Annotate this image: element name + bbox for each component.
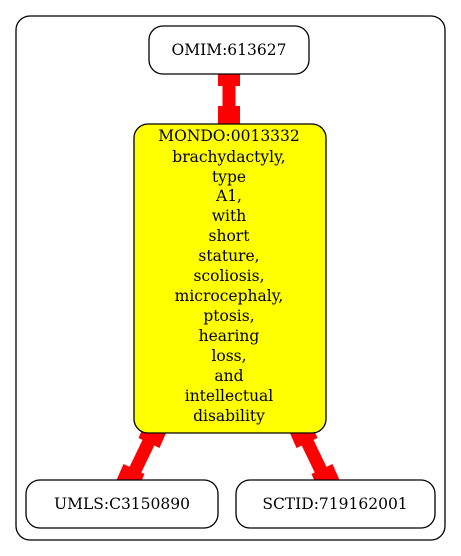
node-omim-box [148,25,310,75]
mondo-label-line: stature, [198,247,259,265]
mondo-label-line: type [212,168,246,186]
node-mondo[interactable]: MONDO:0013332 brachydactyly, type A1, wi… [133,123,327,434]
mondo-label-line: with [212,207,246,225]
node-omim[interactable]: OMIM:613627 [148,25,310,75]
node-sctid-box [235,479,436,529]
node-sctid[interactable]: SCTID:719162001 [235,479,436,529]
mondo-label-line: disability [193,407,265,425]
mondo-label-line: intellectual [185,387,274,405]
mondo-label-line: microcephaly, [175,287,284,305]
node-omim-label: OMIM:613627 [172,41,287,59]
mondo-label-line: ptosis, [203,307,254,325]
mondo-label-line: short [209,227,251,245]
mondo-label-line: A1, [215,187,242,205]
cluster-frame [15,15,446,541]
edge-omim-mondo [218,69,240,124]
mondo-label-line: and [214,367,243,385]
mondo-label-line: loss, [211,347,246,365]
mondo-label-line: scoliosis, [193,267,264,285]
node-mondo-box [133,123,327,434]
mondo-label-line: brachydactyly, [172,148,285,166]
node-sctid-label: SCTID:719162001 [262,495,407,513]
node-umls-label: UMLS:C3150890 [54,495,190,513]
mondo-label-line: hearing [199,327,260,345]
mondo-label-line: MONDO:0013332 [158,127,300,145]
node-umls[interactable]: UMLS:C3150890 [25,479,219,529]
node-umls-box [25,479,219,529]
